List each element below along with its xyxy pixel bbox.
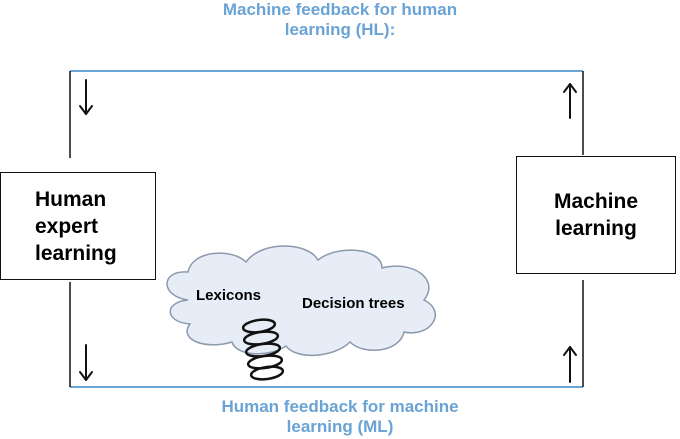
hl-caption-line-1: Machine feedback for human	[222, 0, 458, 19]
ml-caption-line-1: Human feedback for machine	[221, 397, 459, 416]
arrow-down-upper-left-icon	[79, 79, 93, 115]
arrow-up-lower-right-icon	[563, 346, 577, 383]
ml-caption-line-2: learning (ML)	[286, 417, 394, 436]
ml-feedback-caption: Human feedback for machine learning (ML)	[0, 397, 680, 437]
human-expert-learning-box: Human expert learning	[0, 172, 156, 280]
arrow-down-lower-left-icon	[79, 344, 93, 381]
lexicons-label: Lexicons	[196, 287, 262, 304]
hl-feedback-caption: Machine feedback for human learning (HL)…	[0, 0, 680, 40]
machine-box-line-1: Machine	[553, 190, 639, 213]
human-box-line-3: learning	[35, 241, 117, 265]
hl-caption-line-2: learning (HL):	[284, 20, 396, 39]
machine-learning-box: Machine learning	[516, 156, 676, 274]
machine-box-line-2: learning	[555, 217, 637, 240]
cloud-shape	[166, 245, 436, 357]
human-box-line-2: expert	[35, 214, 99, 238]
decision-trees-label: Decision trees	[302, 295, 405, 312]
spring-coil-icon	[241, 318, 285, 381]
arrow-up-upper-right-icon	[563, 83, 577, 119]
human-box-line-1: Human	[35, 187, 107, 211]
